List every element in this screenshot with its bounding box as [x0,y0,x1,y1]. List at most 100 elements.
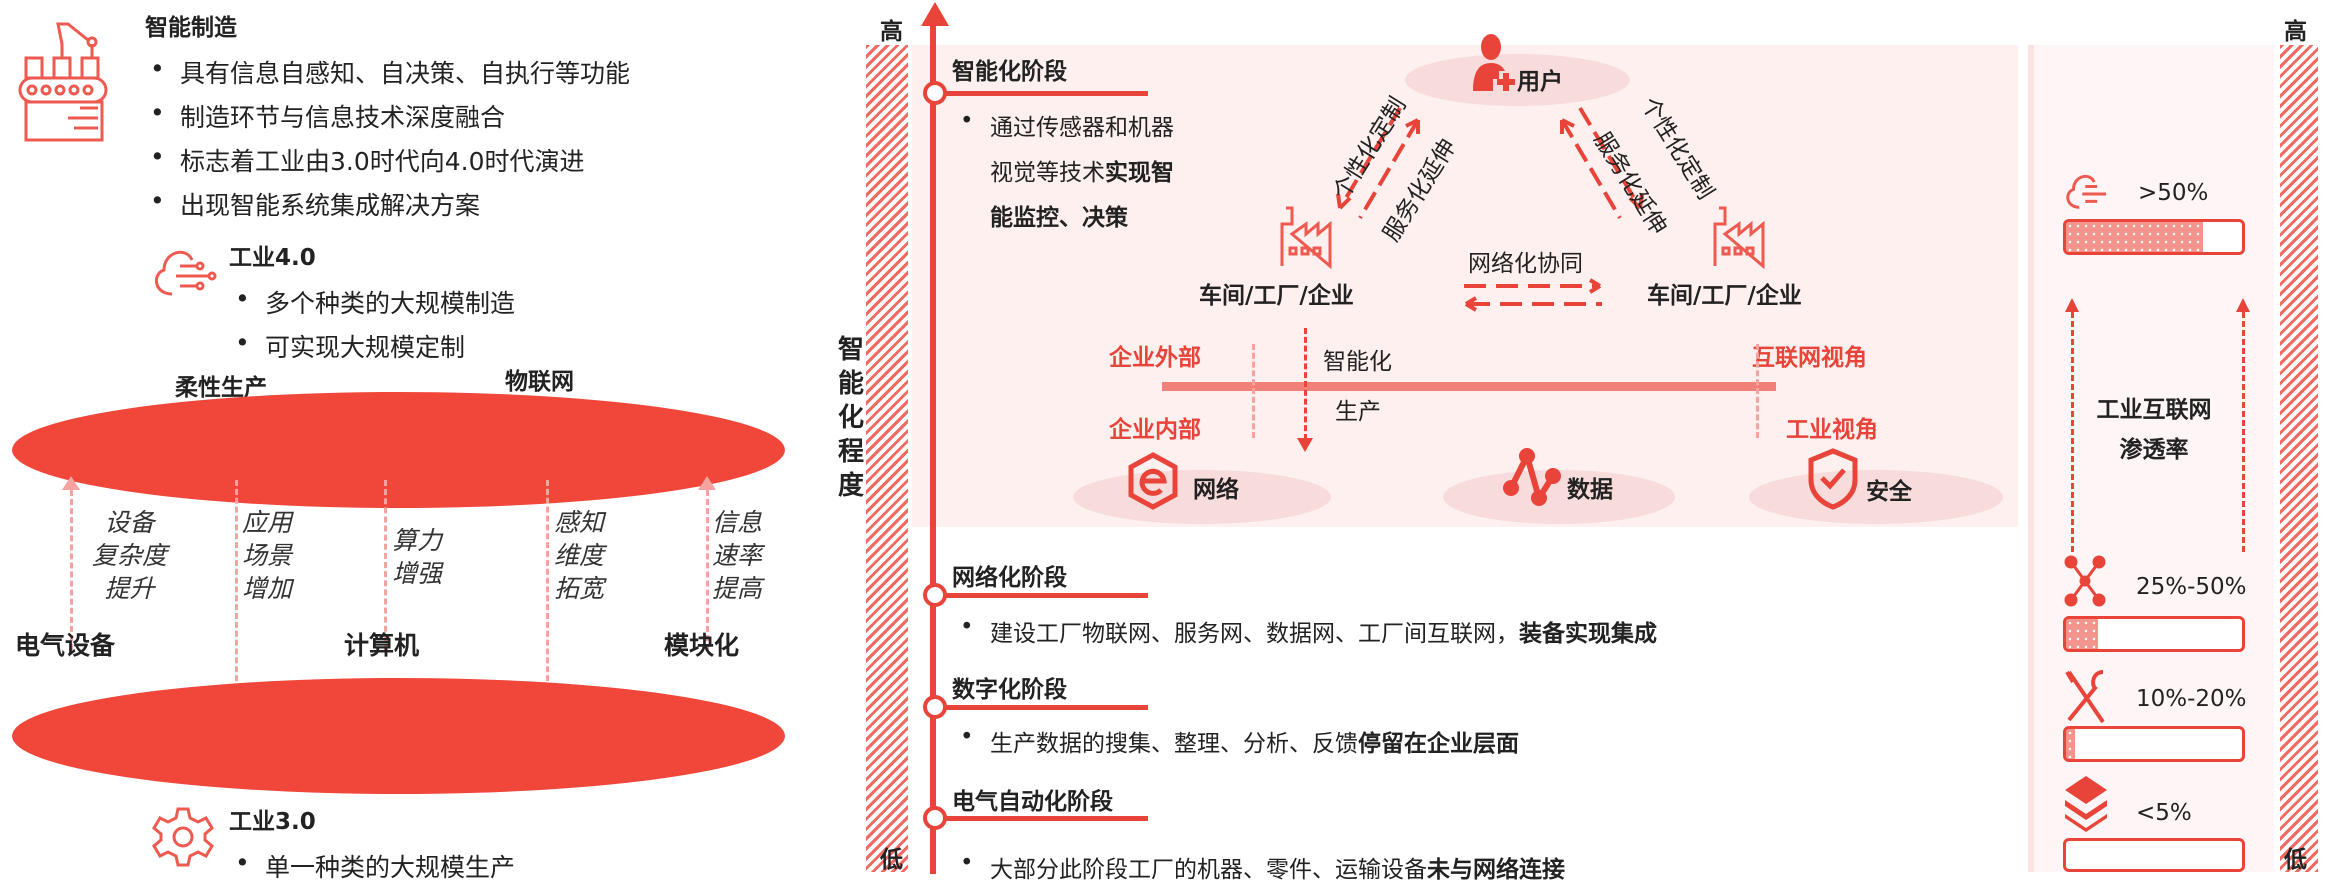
bottom-ellipse [12,678,785,794]
arrow-up-icon [62,476,80,490]
internal-label: 企业内部 [1109,417,1201,443]
divider-line [384,480,387,650]
axis-label: 智能化程度 [838,335,865,501]
penetration-arrow [2242,312,2245,552]
pillar-ellipse [1749,470,2003,524]
industry-view-label: 工业视角 [1786,417,1878,443]
shield-check-icon [1808,448,1858,510]
factory-icon [1280,206,1332,270]
column-divider [2028,45,2034,872]
pillar-security: 安全 [1866,479,1912,505]
i40-item: 多个种类的大规模制造 [235,284,515,320]
low-label-right: 低 [2284,847,2307,873]
industry-3-title: 工业3.0 [229,809,316,835]
layers-icon [2065,776,2107,832]
arrow-up-icon [921,2,949,26]
stage-line [933,91,1148,96]
flow-arrows-right [1560,106,1644,220]
penetration-fill [2066,222,2204,252]
stage-desc: 大部分此阶段工厂的机器、零件、运输设备未与网络连接 [960,850,1565,884]
factory-left-label: 车间/工厂/企业 [1199,283,1354,309]
stage-desc: 生产数据的搜集、整理、分析、反馈停留在企业层面 [960,724,1519,758]
base-modular: 模块化 [664,631,740,660]
penetration-bar [2063,838,2245,872]
driver-perception: 感知维度拓宽 [554,508,605,603]
perspective-arrow [1756,344,1759,438]
penetration-fill [2066,619,2098,649]
smart-manufacturing-title: 智能制造 [145,15,237,41]
smart-production-arrow [1304,328,1307,440]
base-computer: 计算机 [344,631,420,660]
level-label: >50% [2138,180,2209,206]
external-label: 企业外部 [1109,345,1201,371]
stage-title: 数字化阶段 [952,677,1067,703]
stage-title: 网络化阶段 [952,565,1067,591]
stage-marker [923,695,947,719]
stage-title: 电气自动化阶段 [952,789,1113,815]
stage-desc-line: 能监控、决策 [990,205,1128,231]
user-label: 用户 [1517,69,1563,95]
tools-icon [2065,670,2105,724]
cloud-icon [155,250,217,296]
driver-info-rate: 信息速率提高 [712,508,763,603]
driver-arrow [706,490,709,650]
i30-item: 单一种类的大规模生产 [235,848,515,884]
stage-line [933,593,1148,598]
production-label: 生产 [1335,399,1381,425]
arrow-up-icon [2065,298,2079,312]
smart-item: 制造环节与信息技术深度融合 [150,98,505,134]
intensity-gradient-bar [866,45,908,872]
stage-desc: 建设工厂物联网、服务网、数据网、工厂间互联网，装备实现集成 [960,614,1657,648]
intensity-gradient-bar-right [2280,45,2318,872]
arrow-up-icon [2236,298,2250,312]
penetration-arrow [2071,312,2074,552]
base-electrical: 电气设备 [15,631,116,660]
driver-device-complexity: 设备复杂度提升 [92,508,168,603]
stage-desc-line: 通过传感器和机器 [960,108,1174,142]
stage-line [933,816,1148,821]
timeline-axis [930,18,936,874]
penetration-bar [2063,219,2245,255]
stage-title: 智能化阶段 [952,59,1067,85]
network-nodes-icon [2064,555,2106,607]
divider-line [546,480,549,690]
i40-item: 可实现大规模定制 [235,328,465,364]
penetration-label: 工业互联网渗透率 [2096,397,2212,463]
gear-icon [152,807,214,867]
high-label-right: 高 [2284,19,2307,45]
pillar-data: 数据 [1567,477,1613,503]
stage-marker [923,81,947,105]
factory-right-label: 车间/工厂/企业 [1647,283,1802,309]
stage-desc-line: 视觉等技术实现智 [990,160,1174,186]
level-label: 10%-20% [2136,686,2247,712]
user-add-icon [1473,34,1515,91]
smart-label: 智能化 [1323,349,1392,375]
factory-icon [1713,206,1765,270]
driver-computing: 算力增强 [392,526,443,588]
stage-line [933,705,1148,710]
data-chart-icon [1503,447,1561,506]
arrow-down-icon [1297,438,1313,452]
bidirectional-arrows [1464,278,1602,312]
driver-scenarios: 应用场景增加 [242,508,293,603]
industry-4-title: 工业4.0 [229,245,316,271]
iot-label: 物联网 [505,369,574,395]
stage-marker [923,583,947,607]
top-ellipse [12,392,785,508]
arrow-up-icon [698,476,716,490]
smart-item: 标志着工业由3.0时代向4.0时代演进 [150,142,584,178]
high-label: 高 [880,19,903,45]
level-label: <5% [2136,800,2192,826]
stage-marker [923,806,947,830]
pillar-ellipse [1073,470,1331,524]
penetration-fill [2066,729,2075,759]
network-collaboration-label: 网络化协同 [1468,251,1583,277]
internet-view-label: 互联网视角 [1752,345,1867,371]
flow-arrows-left [1336,106,1420,220]
smart-item: 具有信息自感知、自决策、自执行等功能 [150,54,630,90]
penetration-bar [2063,726,2245,762]
perspective-arrow [1252,344,1255,438]
penetration-bar [2063,616,2245,652]
cloud-icon [2066,174,2107,209]
user-ellipse [1405,54,1630,106]
